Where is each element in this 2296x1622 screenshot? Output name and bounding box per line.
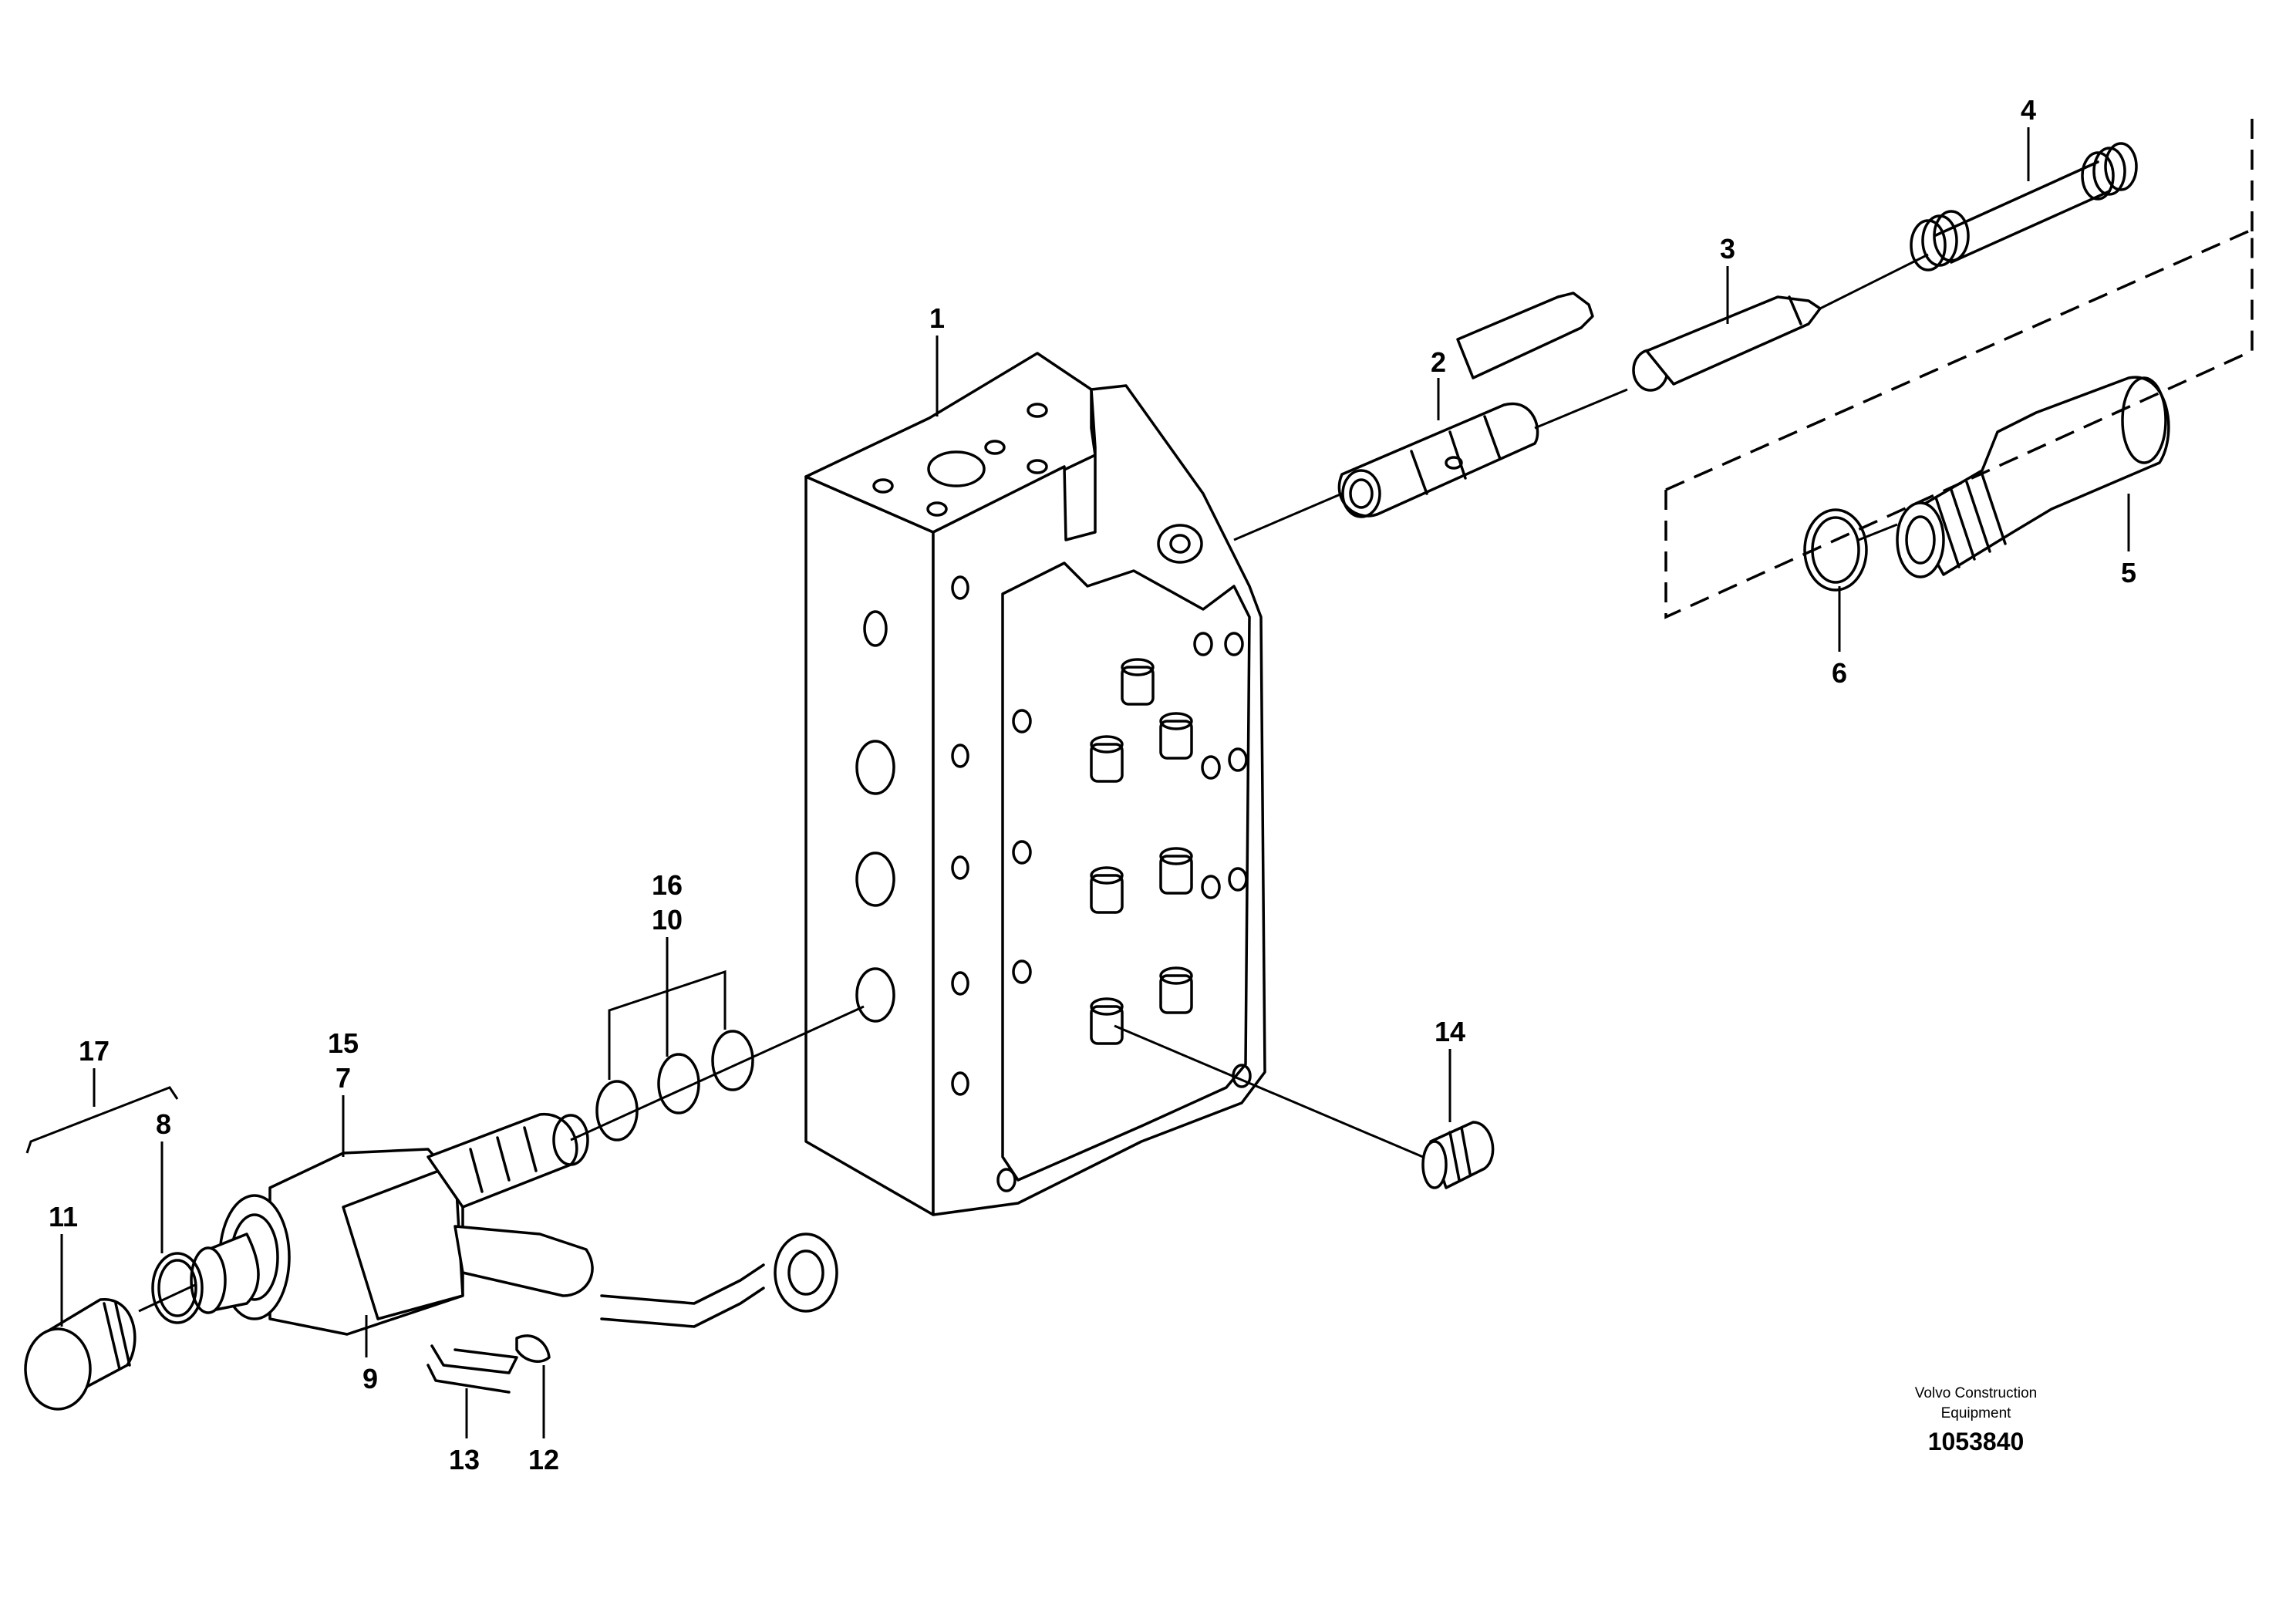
callout-13: 13 [449, 1444, 480, 1475]
top-bolt-hole [984, 440, 1006, 455]
o-ring-6-inner [1811, 516, 1860, 584]
plate-bolt-hole [1012, 840, 1032, 865]
top-bolt-hole [1027, 459, 1048, 474]
callout-3: 3 [1720, 233, 1735, 265]
valve-body-side-plate [932, 384, 1266, 1216]
callout-17: 17 [79, 1035, 110, 1067]
footer-manufacturer-line1: Volvo Construction [1915, 1385, 2037, 1401]
front-port [855, 967, 895, 1023]
side-hole [951, 1071, 969, 1096]
side-hole [951, 744, 969, 768]
piston [1456, 292, 1822, 392]
o-ring-16 [711, 1030, 754, 1091]
leader-lines [25, 127, 2130, 1438]
plate-bolt-hole [1228, 747, 1248, 772]
plate-bolt-hole [1193, 632, 1213, 656]
callout-15: 15 [328, 1027, 359, 1059]
spool [1337, 402, 1539, 518]
plate-bolt-hole [1201, 875, 1221, 899]
front-port [855, 740, 895, 795]
solenoid-valve [190, 1113, 838, 1336]
valve-body-front-face [804, 475, 935, 1216]
callout-4: 4 [2021, 94, 2036, 126]
top-bolt-hole [926, 501, 948, 517]
plate-bolt-hole [1012, 709, 1032, 733]
plate-bolt-hole [996, 1168, 1017, 1192]
plug [1896, 376, 2170, 578]
callout-11: 11 [49, 1201, 78, 1233]
cable-tie [515, 1334, 551, 1363]
plate-bolt-hole [1012, 959, 1032, 984]
side-hole [951, 855, 969, 880]
callout-5: 5 [2121, 557, 2136, 588]
footer-manufacturer-line2: Equipment [1941, 1405, 2012, 1421]
plate-bolt-hole [1228, 867, 1248, 892]
top-bolt-hole [872, 478, 894, 494]
callout-6: 6 [1832, 657, 1847, 689]
figure-number: 1053840 [1928, 1428, 2025, 1455]
mounting-ear [1157, 524, 1203, 564]
plate-bolt-hole [1201, 755, 1221, 780]
o-ring-10b [657, 1053, 700, 1114]
o-ring-8 [151, 1252, 204, 1324]
callout-1: 1 [929, 302, 945, 334]
spring [1910, 142, 2138, 271]
callout-7: 7 [335, 1062, 351, 1094]
front-port [855, 851, 895, 907]
o-ring-8-inner [157, 1259, 197, 1317]
top-port [927, 450, 986, 487]
front-port [863, 610, 888, 647]
top-bolt-hole [1027, 403, 1048, 418]
cap-nut [24, 1298, 137, 1411]
small-plug [1421, 1121, 1495, 1189]
callout-8: 8 [156, 1108, 171, 1140]
callout-2: 2 [1431, 346, 1446, 378]
assembly-bracket [1664, 116, 2254, 619]
o-ring-6 [1803, 508, 1868, 592]
plate-bolt-hole [1224, 632, 1244, 656]
callout-16: 16 [652, 869, 683, 901]
side-hole [951, 971, 969, 996]
side-hole [951, 575, 969, 600]
cable-clip [426, 1344, 518, 1394]
callout-14: 14 [1435, 1016, 1465, 1047]
callout-10: 10 [652, 904, 683, 936]
callout-9: 9 [362, 1363, 378, 1394]
valve-body-gasket-outline [1001, 561, 1251, 1182]
callout-12: 12 [528, 1444, 559, 1475]
o-ring-10a [595, 1080, 639, 1141]
valve-body [804, 352, 1266, 1216]
mounting-ear-hole [1169, 534, 1191, 554]
solenoid-studs [1090, 658, 1193, 1045]
